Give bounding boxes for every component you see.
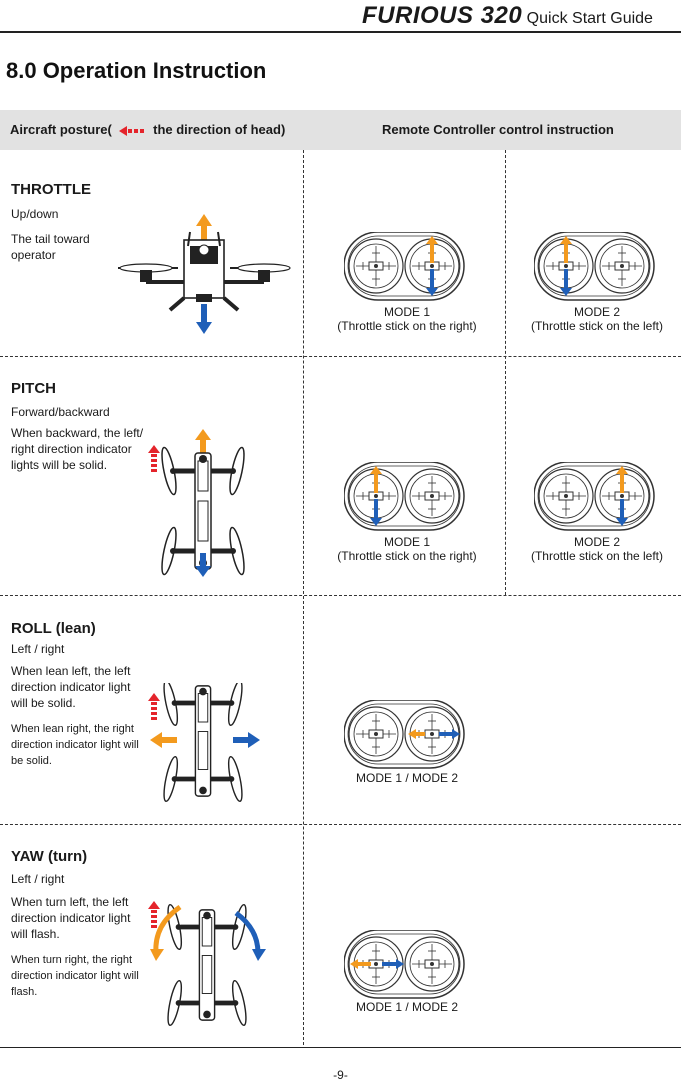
yaw-title: YAW (turn) xyxy=(11,848,88,865)
throttle-title: THROTTLE xyxy=(11,181,91,198)
pitch-mode1-label: MODE 1 (Throttle stick on the right) xyxy=(327,535,487,563)
mode-caption: (Throttle stick on the right) xyxy=(337,549,477,563)
header-subtitle: Quick Start Guide xyxy=(526,10,653,27)
throttle-subtitle: Up/down xyxy=(11,207,59,221)
yaw-desc-right: When turn right, the right direction ind… xyxy=(11,954,139,998)
throttle-mode1-controller xyxy=(344,232,466,302)
mode-caption: (Throttle stick on the left) xyxy=(530,319,664,333)
roll-title: ROLL (lean) xyxy=(11,620,96,637)
pitch-mode2-controller xyxy=(534,462,656,532)
roll-subtitle: Left / right xyxy=(11,642,65,656)
throttle-mode2-controller xyxy=(534,232,656,302)
row-divider xyxy=(0,356,681,357)
roll-controller xyxy=(344,700,466,770)
roll-desc-right: When lean right, the right direction ind… xyxy=(11,723,139,767)
throttle-mode2-label: MODE 2 (Throttle stick on the left) xyxy=(517,305,677,333)
throttle-aircraft-side-view xyxy=(118,214,291,334)
table-header-left: Aircraft posture( the direction of head) xyxy=(10,122,285,137)
pitch-mode1-controller xyxy=(344,462,466,532)
throttle-mode1-label: MODE 1 (Throttle stick on the right) xyxy=(327,305,487,333)
pitch-mode2-label: MODE 2 (Throttle stick on the left) xyxy=(517,535,677,563)
yaw-subtitle: Left / right xyxy=(11,872,65,886)
throttle-desc: The tail toward operator xyxy=(11,232,90,262)
pitch-title: PITCH xyxy=(11,380,56,397)
red-left-arrow-icon xyxy=(119,125,145,136)
yaw-controller xyxy=(344,930,466,1000)
table-header: Aircraft posture( the direction of head)… xyxy=(0,110,681,150)
mode-caption: (Throttle stick on the left) xyxy=(530,549,664,563)
mode-divider xyxy=(505,150,506,595)
yaw-aircraft-top-view xyxy=(148,901,266,1030)
mode-name: MODE 2 xyxy=(573,305,620,319)
mode-name: MODE 1 xyxy=(383,535,430,549)
row-divider xyxy=(0,824,681,825)
yaw-desc-left: When turn left, the left direction indic… xyxy=(11,895,131,941)
roll-desc-left: When lean left, the left direction indic… xyxy=(11,664,131,710)
mode-name: MODE 1 xyxy=(383,305,430,319)
page-number: -9- xyxy=(333,1068,348,1082)
table-header-left-suffix: the direction of head) xyxy=(153,122,286,137)
roll-aircraft-top-view xyxy=(148,683,260,803)
pitch-aircraft-top-view xyxy=(148,429,260,580)
table-header-left-prefix: Aircraft posture( xyxy=(10,122,112,137)
roll-mode-label: MODE 1 / MODE 2 xyxy=(355,771,459,785)
yaw-mode-label: MODE 1 / MODE 2 xyxy=(355,1000,459,1014)
table-header-right: Remote Controller control instruction xyxy=(382,122,614,137)
row-divider xyxy=(0,595,681,596)
header-rule xyxy=(0,31,681,33)
page-title: 8.0 Operation Instruction xyxy=(6,58,267,83)
mode-name: MODE 2 xyxy=(573,535,620,549)
mode-caption: (Throttle stick on the right) xyxy=(337,319,477,333)
header-brand: FURIOUS 320 Quick Start Guide xyxy=(362,2,680,30)
brand-logo: FURIOUS 320 xyxy=(362,2,523,29)
pitch-desc: When backward, the left/ right direction… xyxy=(11,426,144,472)
footer-rule xyxy=(0,1047,681,1048)
pitch-subtitle: Forward/backward xyxy=(11,405,110,419)
column-divider xyxy=(303,150,304,1045)
